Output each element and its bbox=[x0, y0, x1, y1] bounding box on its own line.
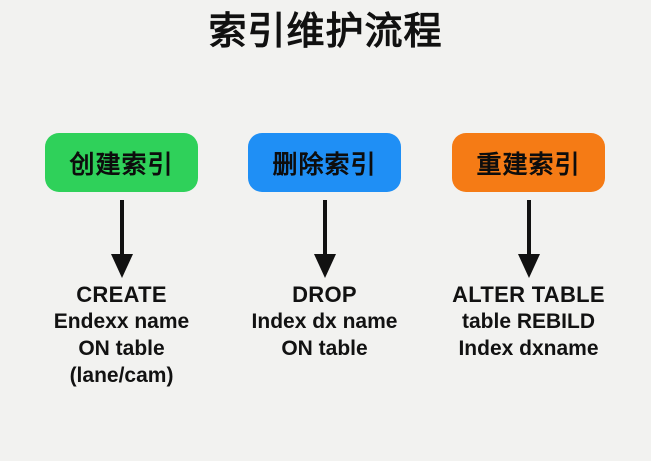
code-block-create: CREATE Endexx name ON table (lane/cam) bbox=[45, 281, 198, 389]
flow-column-create: 创建索引 CREATE Endexx name ON table (lane/c… bbox=[45, 133, 198, 389]
down-arrow-icon bbox=[248, 192, 401, 279]
code-line: CREATE bbox=[76, 282, 167, 307]
page-title: 索引维护流程 bbox=[208, 11, 443, 53]
node-create-index[interactable]: 创建索引 bbox=[45, 133, 198, 192]
code-line: Index dx name bbox=[251, 310, 398, 333]
down-arrow-svg bbox=[110, 200, 133, 278]
code-block-rebuild: ALTER TABLE table REBILD Index dxname bbox=[452, 281, 605, 362]
code-line: DROP bbox=[292, 282, 357, 307]
code-line: Endexx name bbox=[53, 310, 190, 333]
node-drop-index[interactable]: 删除索引 bbox=[248, 133, 401, 192]
down-arrow-svg bbox=[313, 200, 336, 278]
flow-column-rebuild: 重建索引 ALTER TABLE table REBILD Index dxna… bbox=[452, 133, 605, 362]
down-arrow-icon bbox=[452, 192, 605, 279]
code-block-drop: DROP Index dx name ON table bbox=[248, 281, 401, 362]
flow-column-drop: 删除索引 DROP Index dx name ON table bbox=[248, 133, 401, 362]
node-label: 重建索引 bbox=[476, 150, 581, 179]
code-line: table REBILD bbox=[461, 310, 595, 333]
code-line: ALTER TABLE bbox=[452, 282, 605, 307]
code-line: ON table bbox=[78, 337, 165, 360]
down-arrow-icon bbox=[45, 192, 198, 279]
code-line: (lane/cam) bbox=[69, 364, 174, 387]
code-line: Index dxname bbox=[458, 337, 599, 360]
node-label: 创建索引 bbox=[69, 150, 174, 179]
code-line: ON table bbox=[281, 337, 368, 360]
down-arrow-svg bbox=[517, 200, 540, 278]
node-label: 删除索引 bbox=[272, 150, 377, 179]
node-rebuild-index[interactable]: 重建索引 bbox=[452, 133, 605, 192]
